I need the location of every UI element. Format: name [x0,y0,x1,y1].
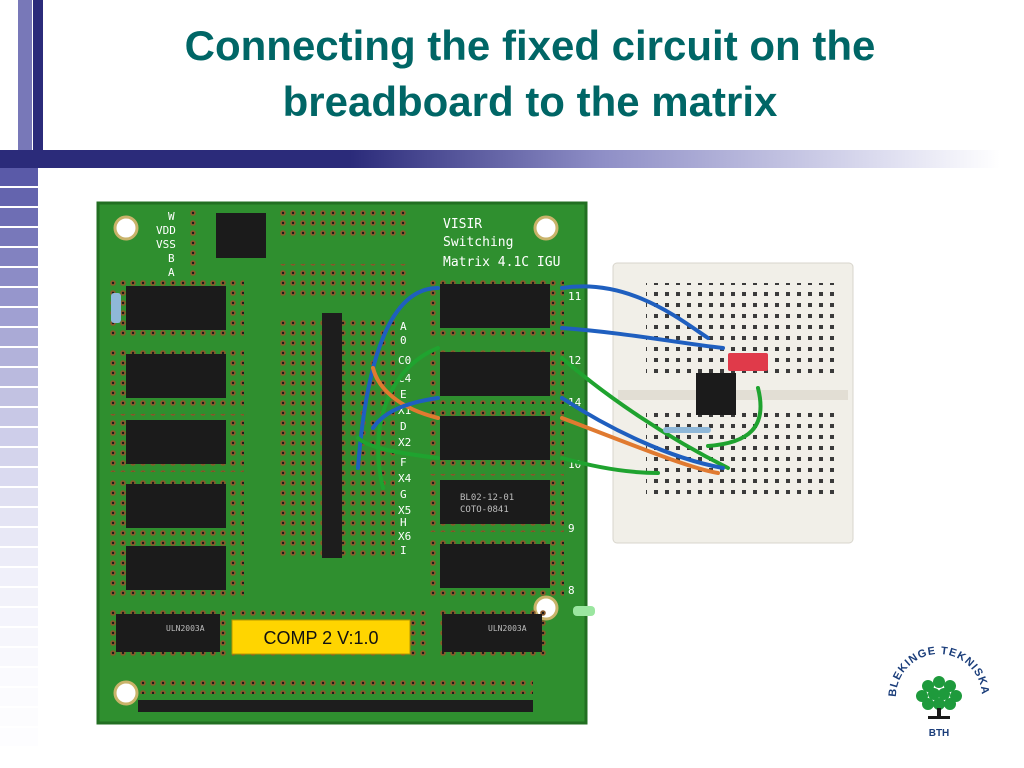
bottom-connector [138,700,533,712]
col-label-x6: X6 [398,530,411,543]
col-label-e: E [400,388,407,401]
chip-label-top: BL02-12-01 [460,493,514,503]
driver-chip-left [116,614,220,652]
pin-label-vss: VSS [156,238,176,251]
pin-label-b: B [168,252,175,265]
left-accent-bar-light [18,0,32,150]
resistor [111,293,121,323]
breadboard [612,262,854,544]
board-label-line-1: VISIR [443,217,482,232]
yellow-sticker [231,619,411,655]
green-led [573,606,595,616]
logo-tree-icon [916,676,962,710]
left-relay-column [108,280,244,598]
col-label-0: 0 [400,334,407,347]
driver-chip-right [442,614,542,652]
pin-label-w: W [168,210,175,223]
left-accent-bar-dark [33,0,43,150]
yellow-sticker-text: COMP 2 V:1.0 [263,628,378,648]
red-jumper-block [728,353,768,371]
col-label-i: I [400,544,407,557]
col-label-a: A [400,320,407,333]
slide-title-line-1: Connecting the fixed circuit on the [184,22,876,69]
col-label-x4: X4 [398,472,412,485]
right-number-9: 9 [568,522,575,535]
logo-inner-text: BTH [929,728,950,739]
right-relay-column: BL02-12-01 COTO-0841 [428,278,564,596]
bth-logo: BLEKINGE TEKNISKA HÖGSKOLA BTH [884,642,991,749]
col-label-h: H [400,516,407,529]
circuit-board-photo: W VDD VSS B A VISIR Switching Matrix 4.1… [68,168,880,753]
col-label-x5: X5 [398,504,411,517]
breadboard-ic [696,373,736,415]
col-label-c0: C0 [398,354,411,367]
chip-label-bottom: COTO-0841 [460,505,509,515]
jumper-wires [356,284,763,490]
col-label-d: D [400,420,407,433]
slide-title: Connecting the fixed circuit on the brea… [60,18,1000,130]
board-label-line-2: Switching [443,235,513,250]
left-gradient-stripes [0,168,38,758]
right-number-11: 11 [568,290,581,303]
driver-chip-right-label: ULN2003A [488,624,527,633]
slide-title-line-2: breadboard to the matrix [282,78,778,125]
board-label-line-3: Matrix 4.1C IGU [443,255,560,270]
pin-label-a: A [168,266,175,279]
pin-label-vdd: VDD [156,224,176,237]
right-number-8: 8 [568,584,575,597]
smd-chip [216,213,266,258]
col-label-f: F [400,456,407,469]
header-divider-bar [0,150,1000,168]
col-label-g: G [400,488,407,501]
driver-chip-left-label: ULN2003A [166,624,205,633]
col-label-x2: X2 [398,436,411,449]
switching-matrix-pcb: W VDD VSS B A VISIR Switching Matrix 4.1… [96,201,595,725]
socket-strip [322,313,342,558]
